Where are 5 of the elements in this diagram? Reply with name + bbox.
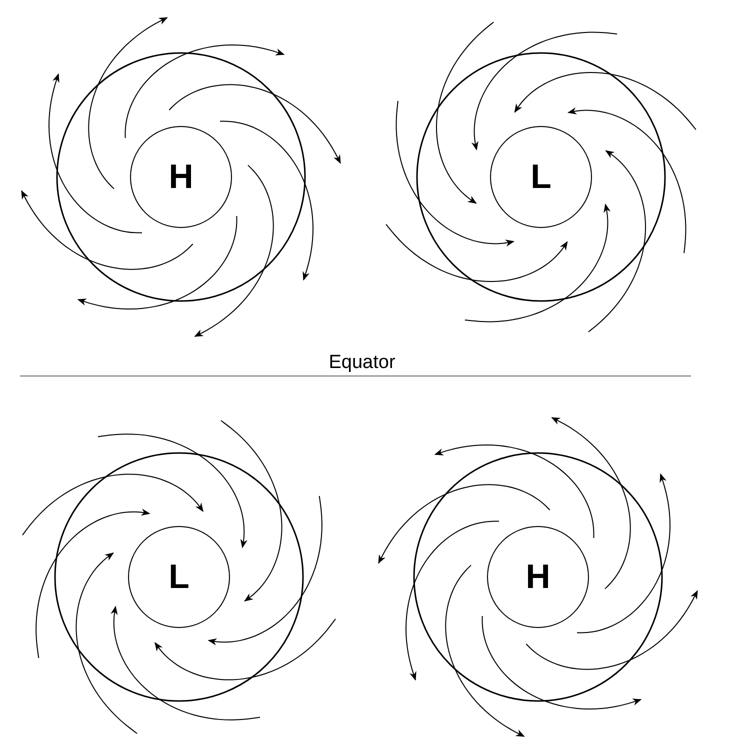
pressure-label: H <box>168 160 194 194</box>
pressure-label: L <box>168 560 190 594</box>
pressure-label: H <box>526 560 550 594</box>
pressure-label: L <box>530 160 552 194</box>
equator-label: Equator <box>328 352 396 374</box>
